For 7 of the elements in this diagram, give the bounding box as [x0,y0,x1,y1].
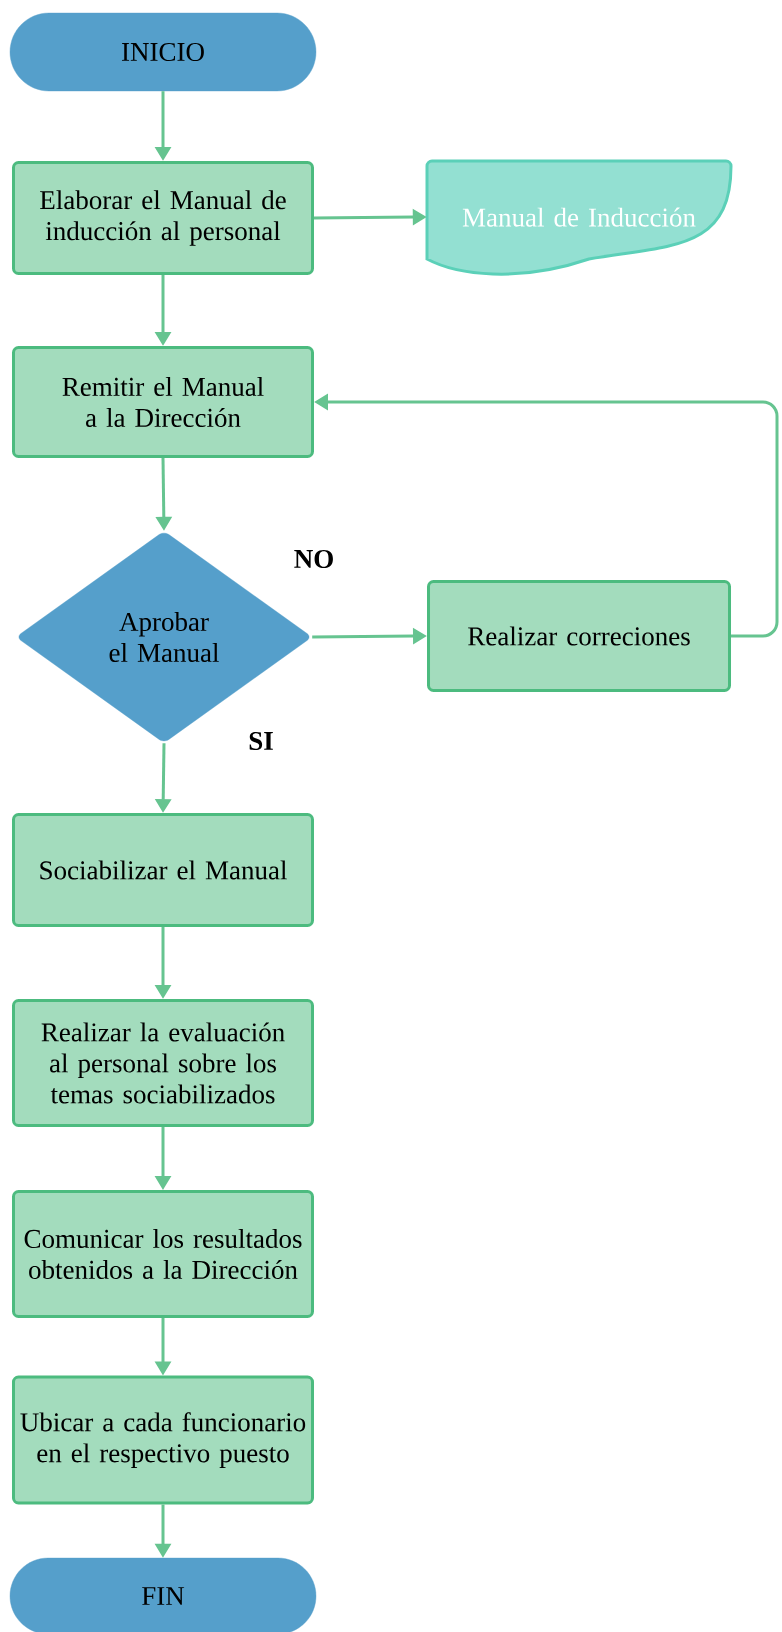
process-box: Realizar la evaluación al personal sobre los temas sociabilizados [12,999,314,1127]
process-box: Realizar correciones [427,580,731,692]
process-box: Remitir el Manual a la Dirección [12,346,314,458]
process-box: Sociabilizar el Manual [12,813,314,927]
process-box: Ubicar a cada funcionario en el respectivo puesto [12,1375,314,1505]
process-box: Elaborar el Manual de inducción al personal [12,161,314,275]
process-box: Comunicar los resultados obtenidos a la Dirección [12,1190,314,1318]
